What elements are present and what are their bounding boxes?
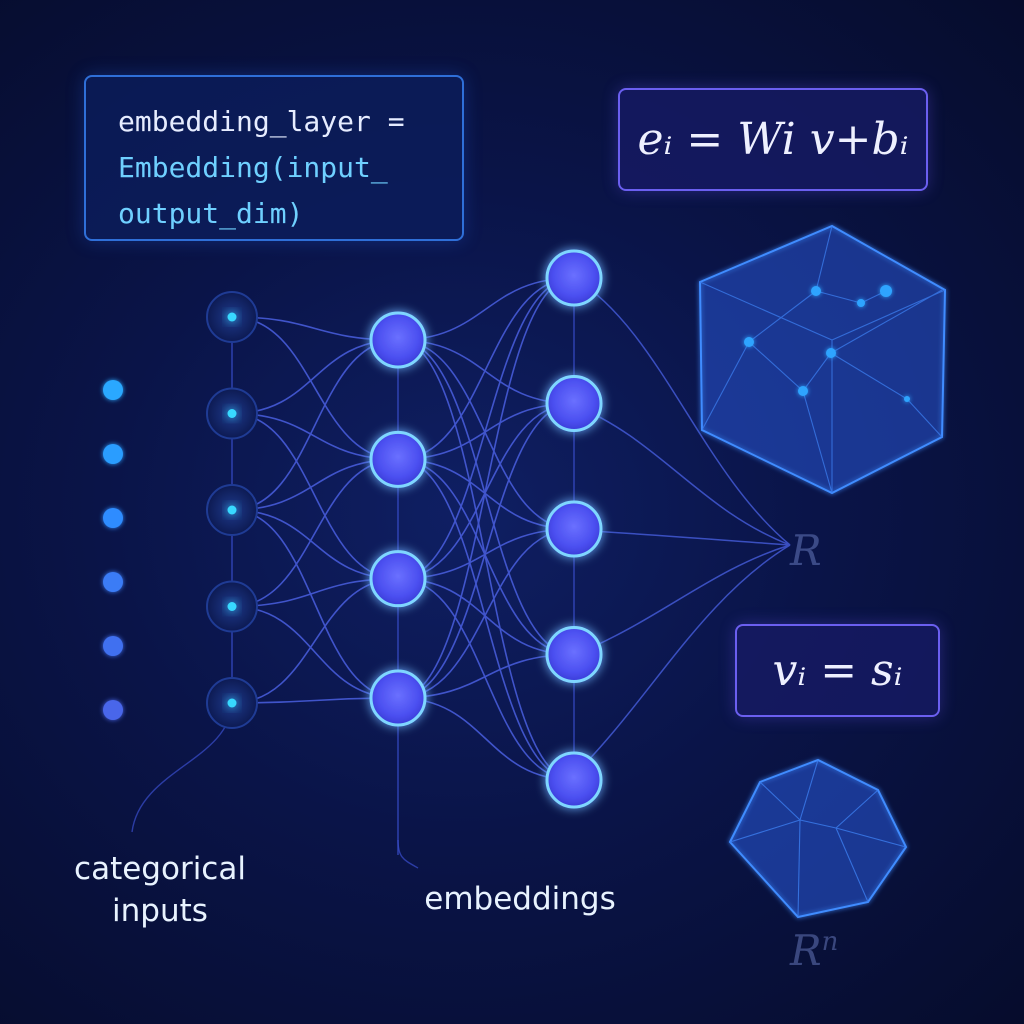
hidden-layer: [369, 311, 427, 727]
rn-space-polyhedron: [728, 758, 908, 919]
connection-line: [397, 528, 575, 580]
rn-exponent: n: [821, 927, 839, 957]
connection-line: [397, 697, 575, 781]
category-dot: [103, 444, 123, 464]
vector-formula-text: vᵢ = sᵢ: [772, 645, 903, 696]
connection-line: [397, 458, 575, 781]
code-snippet: embedding_layer = Embedding(input_ output_…: [84, 75, 464, 241]
connection-line: [397, 577, 575, 781]
embedding-node: [545, 375, 603, 432]
connection-line: [397, 528, 575, 699]
connection-line: [397, 339, 575, 530]
input-node: [206, 484, 258, 536]
connection-line: [231, 316, 399, 461]
hidden-node: [369, 669, 427, 727]
category-dots: [103, 380, 123, 720]
hidden-node: [369, 550, 427, 608]
connection-line: [231, 412, 399, 580]
embedding-node: [545, 626, 603, 683]
connection-line: [231, 509, 399, 699]
rn-space-label: Rn: [790, 926, 838, 975]
input-layer: [206, 291, 258, 729]
hidden-node: [369, 311, 427, 369]
connection-line: [397, 653, 575, 699]
connection-line: [231, 339, 399, 511]
projection-rays: [573, 277, 791, 776]
embeddings-label: embeddings: [424, 881, 616, 917]
connection-line: [397, 277, 575, 699]
code-line-3: output_dim): [118, 197, 304, 230]
embedding-node: [545, 751, 603, 809]
code-line-2: Embedding(input_: [118, 151, 388, 184]
input-node: [206, 291, 258, 343]
category-dot: [103, 636, 123, 656]
connection-line: [397, 277, 575, 341]
embedding-space-cube: [698, 224, 947, 495]
embedding-node: [545, 249, 603, 307]
rn-symbol: R: [790, 926, 822, 975]
vector-formula: vᵢ = sᵢ: [735, 624, 940, 717]
category-dot: [103, 700, 123, 720]
connection-line: [397, 577, 575, 656]
input-node: [206, 387, 258, 440]
category-dot: [103, 508, 123, 528]
connection-line: [397, 339, 575, 656]
category-dot: [103, 380, 123, 400]
embedding-formula: eᵢ = Wi v+bᵢ: [618, 88, 928, 191]
embedding-node: [545, 500, 603, 558]
connection-line: [231, 458, 399, 608]
connection-line: [397, 277, 575, 580]
embedding-formula-text: eᵢ = Wi v+bᵢ: [637, 114, 909, 165]
embedding-layer: [545, 249, 603, 809]
connection-line: [397, 458, 575, 656]
r-symbol: R: [790, 526, 822, 575]
r-space-label: R: [790, 526, 822, 575]
connection-line: [397, 277, 575, 461]
connection-line: [397, 458, 575, 530]
connection-line: [231, 577, 399, 704]
categorical-inputs-label: categorical inputs: [74, 851, 246, 929]
connection-line: [397, 402, 575, 699]
hidden-node: [369, 430, 427, 488]
connection-line: [397, 339, 575, 781]
connection-line: [397, 402, 575, 461]
embeddings-leader-line: [397, 839, 419, 869]
connection-line: [397, 339, 575, 405]
category-dot: [103, 572, 123, 592]
input-node: [206, 677, 258, 729]
code-line-1: embedding_layer =: [118, 105, 405, 138]
input-node: [206, 580, 258, 633]
